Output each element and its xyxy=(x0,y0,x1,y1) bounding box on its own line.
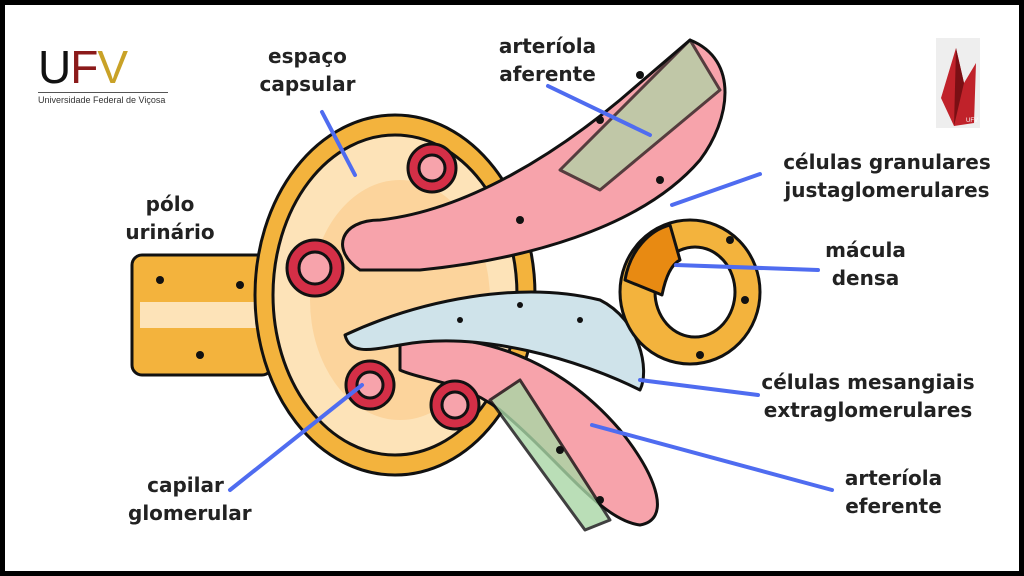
label-line: extraglomerulares xyxy=(763,398,973,422)
red-origami-logo-icon: UFV xyxy=(936,38,980,128)
label-line: densa xyxy=(831,266,900,290)
label-line: capilar xyxy=(147,473,224,497)
label-line: células mesangiais xyxy=(761,370,975,394)
pointer-arteriola-aferente xyxy=(546,84,652,137)
label-polo-urinario: pólo urinário xyxy=(120,190,220,246)
extraglomerular-mesangial-cells xyxy=(343,290,646,392)
label-line: espaço xyxy=(268,44,347,68)
macula-densa-cells xyxy=(623,223,682,297)
label-arteriola-eferente: arteríola eferente xyxy=(836,464,951,520)
pointer-espaco-capsular xyxy=(320,110,357,177)
label-espaco-capsular: espaço capsular xyxy=(255,42,360,98)
label-line: urinário xyxy=(125,220,215,244)
logo-f: F xyxy=(70,41,98,93)
label-macula-densa: mácula densa xyxy=(818,236,913,292)
pointer-celulas-granulares xyxy=(670,172,762,207)
logo-v: V xyxy=(97,41,128,93)
label-line: justaglomerulares xyxy=(784,178,990,202)
label-line: mácula xyxy=(825,238,906,262)
label-line: glomerular xyxy=(128,501,252,525)
ufv-logo: UFV Universidade Federal de Viçosa xyxy=(38,44,168,105)
label-line: células granulares xyxy=(783,150,991,174)
afferent-arteriole xyxy=(341,38,727,272)
label-celulas-granulares: células granulares justaglomerulares xyxy=(772,148,1002,204)
logo-rule xyxy=(38,92,168,93)
label-line: capsular xyxy=(259,72,356,96)
label-line: arteríola xyxy=(498,34,597,58)
label-line: eferente xyxy=(845,494,942,518)
label-line: aferente xyxy=(499,62,596,86)
logo-u: U xyxy=(38,41,71,93)
label-celulas-mesangiais: células mesangiais extraglomerulares xyxy=(752,368,984,424)
label-arteriola-aferente: arteríola aferente xyxy=(490,32,605,88)
label-capilar-glomerular: capilar glomerular xyxy=(128,471,252,527)
label-line: pólo xyxy=(145,192,195,216)
pointer-celulas-mesangiais xyxy=(638,378,760,397)
pointer-arteriola-eferente xyxy=(590,423,834,492)
label-line: arteríola xyxy=(844,466,943,490)
pointer-macula-densa xyxy=(674,263,820,272)
pointer-capilar-glomerular xyxy=(228,383,364,492)
logo-subtitle: Universidade Federal de Viçosa xyxy=(38,95,166,105)
corner-logo-text: UFV xyxy=(966,118,978,124)
